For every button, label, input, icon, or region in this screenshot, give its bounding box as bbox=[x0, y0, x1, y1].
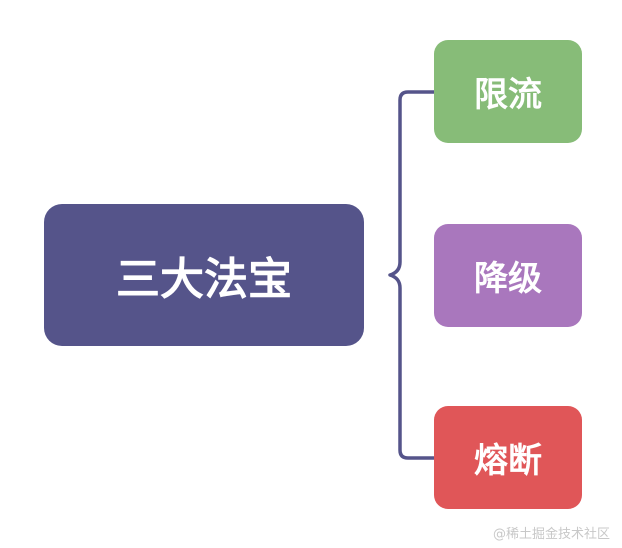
child-node-degradation: 降级 bbox=[434, 224, 582, 327]
root-label: 三大法宝 bbox=[116, 254, 292, 305]
child-label: 熔断 bbox=[474, 441, 542, 481]
child-node-circuit-breaker: 熔断 bbox=[434, 406, 582, 509]
child-label: 降级 bbox=[474, 259, 542, 299]
child-node-rate-limiting: 限流 bbox=[434, 40, 582, 143]
watermark: @稀土掘金技术社区 bbox=[492, 527, 610, 542]
child-label: 限流 bbox=[474, 75, 542, 115]
root-node: 三大法宝 bbox=[44, 204, 364, 346]
